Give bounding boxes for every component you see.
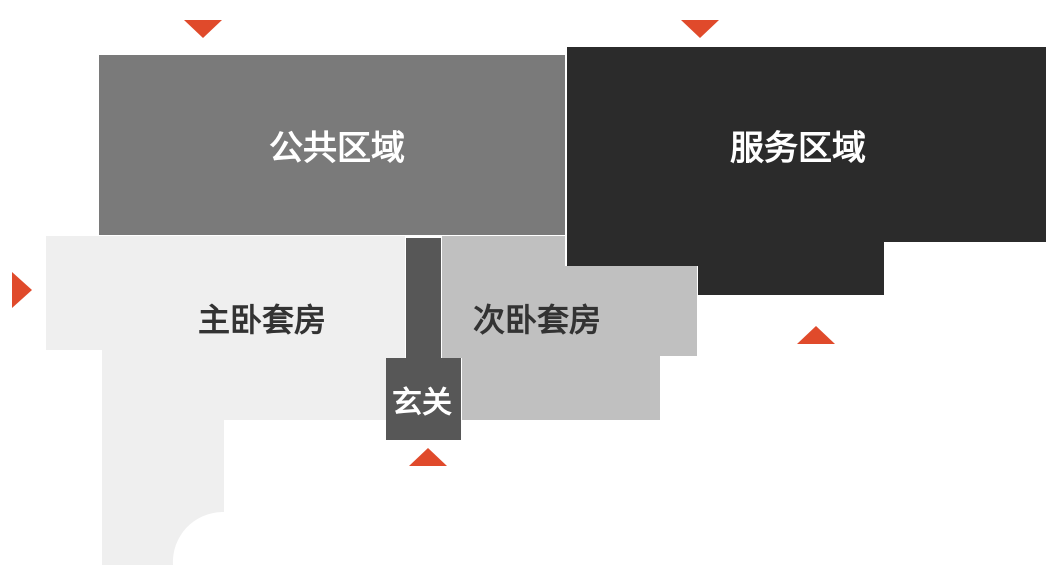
zone-service [567,47,1046,295]
zone-entrance [386,238,461,440]
entry-marker-bottom-entrance [409,448,447,466]
zone-label-master-suite: 主卧套房 [198,301,326,339]
zone-master-suite [46,236,405,565]
entry-marker-top-public [184,20,222,38]
zone-label-service: 服务区域 [730,129,866,169]
entry-marker-bottom-service [797,326,835,344]
zone-public [99,55,565,235]
zone-label-public: 公共区域 [269,129,405,169]
entry-marker-top-service [681,20,719,38]
zone-secondary-suite [442,236,697,420]
zone-label-entrance: 玄关 [392,386,452,421]
zone-label-secondary-suite: 次卧套房 [473,301,601,339]
entry-marker-left-master [12,272,32,308]
